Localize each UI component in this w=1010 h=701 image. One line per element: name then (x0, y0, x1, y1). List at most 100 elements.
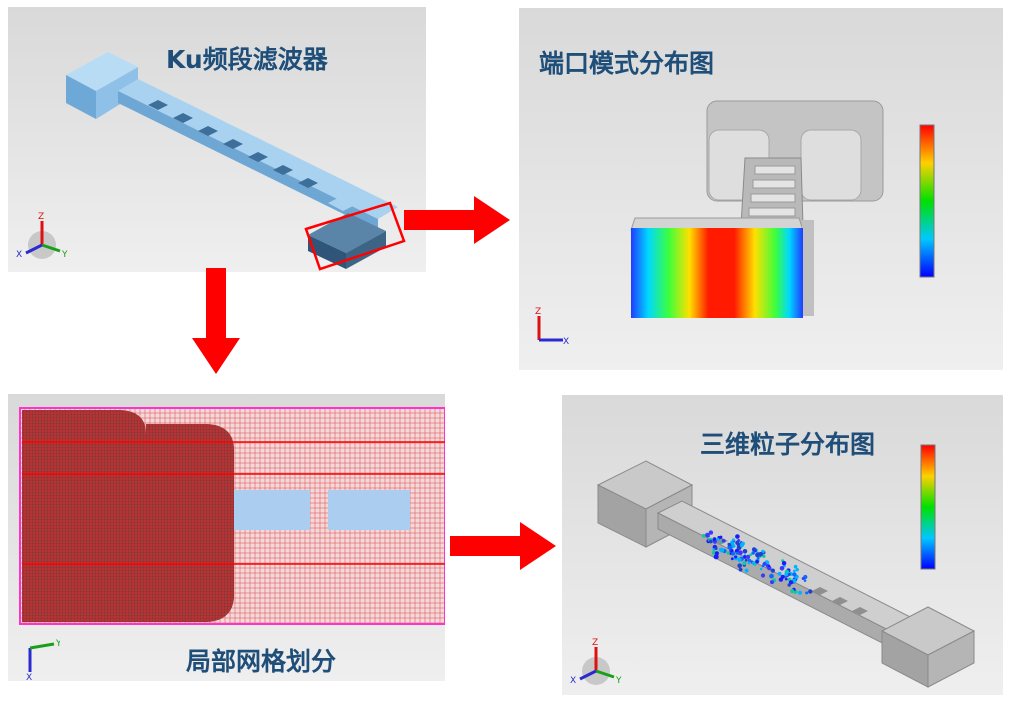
particle (708, 539, 713, 544)
particle (751, 551, 755, 555)
particles-panel-title: 三维粒子分布图 (700, 430, 876, 459)
axis-x-label: X (16, 250, 22, 260)
particle (756, 557, 760, 560)
port-mode-model-view (630, 100, 935, 318)
axis-triad-icon: Y X (26, 639, 60, 680)
particle (736, 545, 742, 551)
axis-triad-icon: Z Y X (570, 638, 622, 686)
particle (788, 580, 794, 585)
particle (780, 574, 785, 579)
particle (735, 540, 740, 545)
particle (761, 564, 765, 568)
particle (801, 577, 805, 580)
particle (749, 553, 752, 557)
particle (747, 561, 751, 565)
axis-y-label: Y (55, 639, 60, 649)
particle (795, 568, 799, 572)
particle (760, 573, 766, 578)
particle (701, 533, 706, 538)
particle (742, 549, 748, 554)
particle (767, 564, 771, 568)
port-mode-panel: 端口模式分布图 (519, 8, 1003, 370)
particle (719, 535, 723, 539)
particle (721, 538, 726, 543)
axis-x-label: X (570, 676, 576, 686)
particles-model-view (596, 444, 976, 688)
arrow-right-icon (450, 522, 556, 570)
particle (714, 546, 718, 550)
filter-model-view (66, 52, 406, 271)
particle (731, 551, 735, 556)
particle (755, 559, 759, 564)
particle (792, 569, 796, 573)
mesh-panel: 局部网格划分 Y X (8, 394, 445, 681)
axis-x-label: X (563, 337, 569, 347)
particle (712, 537, 717, 541)
particle (713, 554, 719, 560)
particle (735, 534, 740, 539)
mesh-panel-title: 局部网格划分 (186, 647, 337, 676)
axis-z-label: Z (535, 307, 541, 317)
particle (779, 566, 785, 571)
axis-triad-icon: Z Y X (16, 212, 68, 260)
particle (792, 578, 797, 583)
particle (742, 561, 747, 566)
particle (743, 555, 747, 559)
particle (790, 589, 795, 594)
particle (803, 579, 807, 582)
particle (770, 580, 774, 585)
particle (731, 538, 736, 542)
axis-x-label: X (26, 673, 32, 680)
particle (758, 551, 763, 557)
arrow-down-icon (192, 268, 240, 374)
particle (784, 572, 789, 577)
particle (735, 551, 739, 555)
arrow-right-icon (404, 196, 510, 244)
particle (737, 563, 742, 568)
particle (745, 554, 751, 560)
particle (726, 551, 730, 555)
particle (792, 572, 797, 577)
particle (805, 591, 809, 595)
particle (751, 547, 757, 552)
axis-y-label: Y (61, 250, 68, 260)
axis-z-label: Z (592, 638, 598, 648)
color-scale-bar (920, 444, 936, 570)
particle (754, 563, 757, 566)
particle (730, 557, 734, 561)
particle (716, 537, 720, 541)
particle (738, 550, 743, 556)
particle (781, 561, 787, 566)
particle (770, 568, 775, 573)
particle (737, 558, 742, 562)
particle (769, 573, 774, 579)
particle (720, 540, 723, 544)
axis-y-label: Y (615, 676, 622, 686)
color-scale-bar (919, 124, 935, 278)
particle (708, 530, 714, 535)
particle (744, 558, 748, 562)
particle (730, 549, 734, 553)
particles-panel: 三维粒子分布图 (562, 395, 1003, 695)
particle (793, 564, 798, 569)
particle (784, 577, 788, 581)
particle (719, 547, 725, 553)
particle (738, 567, 743, 572)
port-mode-field (631, 228, 803, 318)
mesh-view (19, 407, 445, 625)
particle (787, 583, 791, 587)
filter-panel-title: Ku频段滤波器 (166, 45, 328, 74)
particle (705, 532, 710, 538)
particle (744, 568, 749, 573)
filter-panel: Ku频段滤波器 Z Y X (8, 7, 426, 272)
particle (777, 571, 782, 576)
particle (714, 551, 719, 556)
particle (808, 589, 813, 594)
particle (727, 542, 731, 547)
particle (798, 590, 802, 595)
port-mode-panel-title: 端口模式分布图 (539, 49, 715, 78)
axis-triad-icon: Z X (535, 307, 569, 347)
particle (762, 554, 766, 558)
particle (739, 543, 744, 548)
axis-z-label: Z (38, 212, 44, 222)
